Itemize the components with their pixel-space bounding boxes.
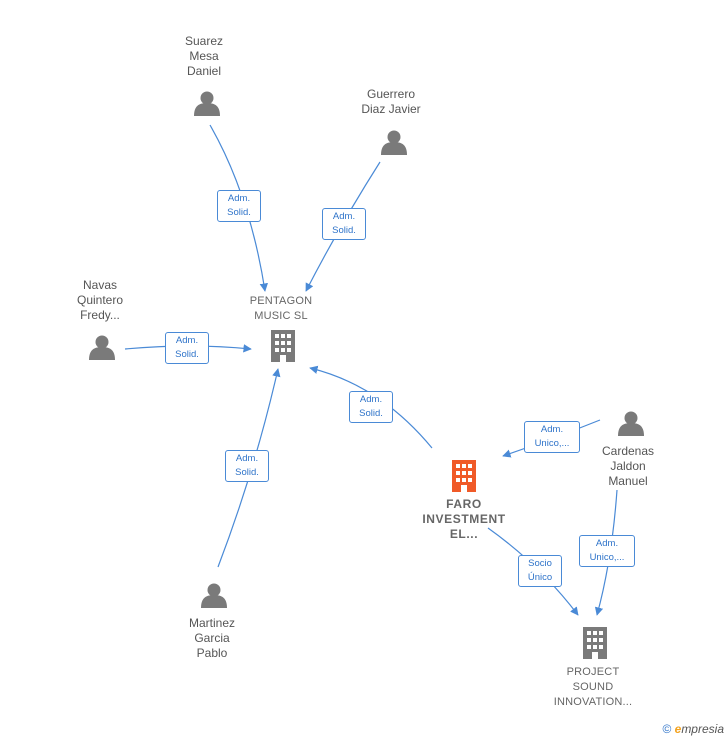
copyright-icon: © — [662, 722, 672, 736]
edge-label-cardenas-faro: Adm. Unico,... — [524, 421, 580, 453]
person-label-cardenas[interactable]: Cardenas Jaldon Manuel — [601, 444, 655, 488]
building-icon[interactable] — [583, 627, 607, 659]
person-icon[interactable] — [618, 411, 644, 437]
company-label-faro[interactable]: FARO INVESTMENT EL... — [422, 497, 506, 541]
person-label-guerrero[interactable]: Guerrero Diaz Javier — [361, 87, 421, 116]
building-icon[interactable] — [271, 330, 295, 362]
person-icon[interactable] — [194, 91, 220, 117]
person-label-suarez[interactable]: Suarez Mesa Daniel — [184, 34, 224, 78]
brand-name: mpresia — [681, 722, 724, 736]
edge-label-martinez-pentagon: Adm. Solid. — [225, 450, 269, 482]
building-icon[interactable] — [452, 460, 476, 492]
company-label-project[interactable]: PROJECT SOUND INNOVATION... — [553, 666, 633, 708]
person-icon[interactable] — [201, 583, 227, 609]
edge-label-faro-pentagon: Adm. Solid. — [349, 391, 393, 423]
edge-label-navas-pentagon: Adm. Solid. — [165, 332, 209, 364]
edge-label-faro-project: Socio Único — [518, 555, 562, 587]
footer-brand: © empresia — [662, 722, 724, 736]
edge-label-guerrero-pentagon: Adm. Solid. — [322, 208, 366, 240]
person-icon[interactable] — [381, 130, 407, 156]
edge-label-cardenas-project: Adm. Unico,... — [579, 535, 635, 567]
edge-label-suarez-pentagon: Adm. Solid. — [217, 190, 261, 222]
person-icon[interactable] — [89, 335, 115, 361]
person-label-martinez[interactable]: Martinez Garcia Pablo — [188, 616, 235, 660]
brand-logo-e: e — [674, 722, 682, 736]
company-label-pentagon[interactable]: PENTAGON MUSIC SL — [249, 295, 313, 322]
person-label-navas[interactable]: Navas Quintero Fredy... — [76, 278, 124, 322]
